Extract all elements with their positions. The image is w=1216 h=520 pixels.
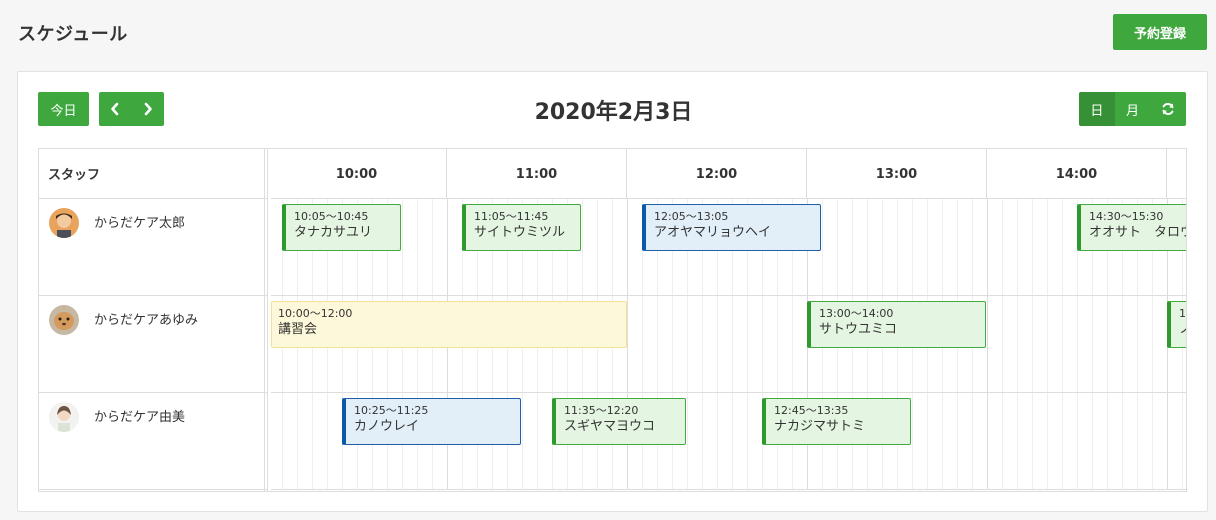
event-time: 10:05〜10:45 — [294, 210, 369, 223]
event-time: 1 — [1179, 307, 1186, 320]
lane: 10:05〜10:45 タナカサユリ 11:05〜11:45 サイトウミツル 1… — [271, 199, 1187, 296]
lanes: 10:05〜10:45 タナカサユリ 11:05〜11:45 サイトウミツル 1… — [271, 199, 1187, 491]
refresh-button[interactable] — [1150, 92, 1186, 126]
hour-label: 10:00 — [267, 149, 447, 199]
reserve-button[interactable]: 予約登録 — [1113, 14, 1207, 50]
staff-name: からだケアあゆみ — [94, 313, 199, 328]
current-date: 2020年2月3日 — [534, 100, 693, 125]
time-header: 10:00 11:00 12:00 13:00 14:00 — [271, 149, 1186, 199]
schedule-card: 今日 2020年2月3日 日 月 スタッフ — [17, 71, 1208, 512]
staff-header: スタッフ — [39, 149, 267, 199]
avatar — [49, 305, 79, 335]
event-block[interactable]: 14:30〜15:30 オオサト タロウ — [1077, 204, 1187, 251]
hour-label: 12:00 — [627, 149, 807, 199]
event-block[interactable]: 1 ノ — [1167, 301, 1186, 348]
event-block[interactable]: 10:25〜11:25 カノウレイ — [342, 398, 521, 445]
event-name: スギヤマヨウコ — [564, 419, 656, 434]
event-name: タナカサユリ — [294, 225, 373, 240]
nav-button-group — [99, 92, 164, 126]
view-toggle-group: 日 月 — [1079, 92, 1186, 126]
event-block[interactable]: 12:05〜13:05 アオヤマリョウヘイ — [642, 204, 821, 251]
lane: 10:25〜11:25 カノウレイ 11:35〜12:20 スギヤマヨウコ 12… — [271, 393, 1186, 490]
event-name: ノ — [1179, 321, 1186, 339]
event-name: オオサト タロウ — [1089, 225, 1187, 240]
event-time: 12:45〜13:35 — [774, 404, 849, 417]
event-time: 14:30〜15:30 — [1089, 210, 1164, 223]
event-time: 11:35〜12:20 — [564, 404, 639, 417]
staff-row: からだケア太郎 — [39, 199, 267, 296]
page-title: スケジュール — [18, 24, 128, 45]
event-time: 13:00〜14:00 — [819, 307, 894, 320]
refresh-icon — [1162, 103, 1174, 115]
lane: 10:00〜12:00 講習会 13:00〜14:00 サトウユミコ 1 ノ — [271, 296, 1186, 393]
event-name: カノウレイ — [354, 419, 420, 434]
event-name: サトウユミコ — [819, 322, 898, 337]
event-block[interactable]: 11:35〜12:20 スギヤマヨウコ — [552, 398, 686, 445]
today-button[interactable]: 今日 — [38, 92, 89, 126]
event-time: 10:00〜12:00 — [278, 307, 353, 320]
schedule-grid: スタッフ からだケア太郎 — [38, 148, 1187, 492]
event-block[interactable]: 10:05〜10:45 タナカサユリ — [282, 204, 401, 251]
event-name: サイトウミツル — [474, 225, 566, 240]
chevron-left-icon — [111, 102, 119, 116]
event-time: 10:25〜11:25 — [354, 404, 429, 417]
hour-label: 13:00 — [807, 149, 987, 199]
chevron-right-icon — [144, 102, 152, 116]
prev-button[interactable] — [99, 92, 132, 126]
event-name: 講習会 — [278, 322, 318, 337]
event-name: ナカジマサトミ — [774, 419, 866, 434]
month-view-button[interactable]: 月 — [1114, 92, 1151, 126]
event-block[interactable]: 13:00〜14:00 サトウユミコ — [807, 301, 986, 348]
avatar — [49, 208, 79, 238]
hour-label: 11:00 — [447, 149, 627, 199]
event-time: 12:05〜13:05 — [654, 210, 729, 223]
timeline: 10:00 11:00 12:00 13:00 14:00 10:05〜10:4… — [271, 149, 1187, 491]
hour-label: 14:00 — [987, 149, 1167, 199]
next-button[interactable] — [131, 92, 164, 126]
staff-column: スタッフ からだケア太郎 — [39, 149, 268, 491]
event-name: アオヤマリョウヘイ — [654, 225, 772, 240]
staff-name: からだケア太郎 — [94, 216, 186, 231]
staff-row: からだケアあゆみ — [39, 296, 267, 393]
day-view-button[interactable]: 日 — [1079, 92, 1115, 126]
staff-name: からだケア由美 — [94, 410, 186, 425]
event-time: 11:05〜11:45 — [474, 210, 549, 223]
staff-row: からだケア由美 — [39, 393, 267, 490]
event-block[interactable]: 10:00〜12:00 講習会 — [271, 301, 627, 348]
avatar — [49, 402, 79, 432]
event-block[interactable]: 12:45〜13:35 ナカジマサトミ — [762, 398, 911, 445]
event-block[interactable]: 11:05〜11:45 サイトウミツル — [462, 204, 581, 251]
